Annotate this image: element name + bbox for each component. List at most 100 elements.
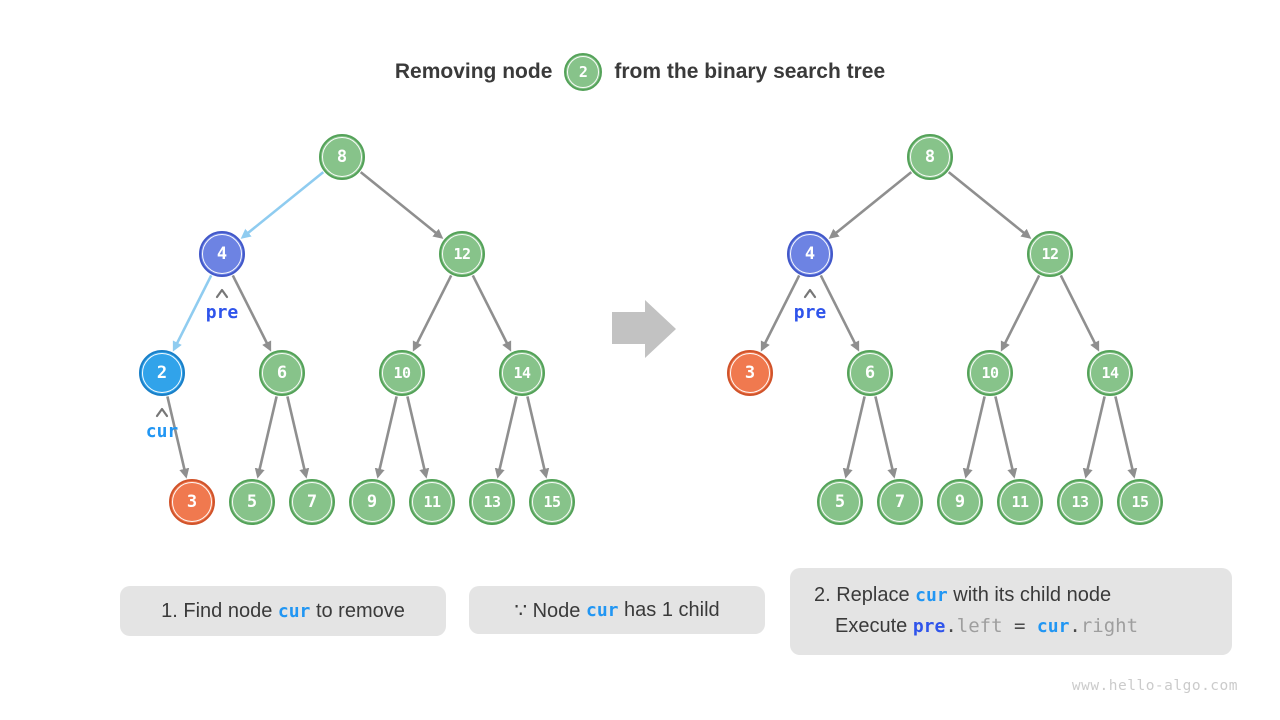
- tree-node: 8: [319, 134, 365, 180]
- edge-12-14: [471, 274, 512, 352]
- edge-10-9: [962, 396, 986, 479]
- tree-node: 12: [439, 231, 485, 277]
- edge-8-4-highlight: [240, 171, 325, 239]
- node-value: 9: [366, 492, 378, 512]
- node-value: 11: [423, 493, 441, 511]
- tree-node: 14: [1087, 350, 1133, 396]
- figure-title: Removing node 2 from the binary search t…: [0, 53, 1280, 91]
- keyword-pre: pre: [912, 616, 946, 637]
- edge-8-4: [828, 171, 913, 239]
- edge-6-5: [254, 396, 278, 479]
- tree-node-replaced: 3: [727, 350, 773, 396]
- tree-node-cur: 2: [139, 350, 185, 396]
- tree-node-pre: 4: [787, 231, 833, 277]
- tree-node: 6: [259, 350, 305, 396]
- cur-caret-icon: [155, 407, 169, 418]
- edge-12-10: [412, 274, 453, 352]
- caption-text: 1. Find node: [161, 599, 278, 622]
- node-value: 3: [744, 363, 756, 383]
- edge-14-13: [1082, 396, 1106, 479]
- caption-text: to remove: [310, 599, 405, 622]
- tree-node: 14: [499, 350, 545, 396]
- title-node-badge: 2: [564, 53, 603, 91]
- node-value: 10: [393, 364, 411, 382]
- edge-6-7: [874, 396, 898, 479]
- edge-14-15: [1114, 396, 1138, 479]
- node-value: 12: [453, 245, 471, 263]
- node-value: 2: [156, 363, 168, 383]
- edge-14-15: [526, 396, 550, 479]
- tree-node: 15: [529, 479, 575, 525]
- caption-step2-line2: Execute pre.left = cur.right: [814, 611, 1232, 642]
- edge-2-3: [166, 396, 190, 479]
- tree-node: 9: [937, 479, 983, 525]
- pre-pointer-label: pre: [205, 302, 239, 323]
- code-right: right: [1080, 615, 1139, 637]
- node-value: 15: [1131, 493, 1149, 511]
- node-value: 15: [543, 493, 561, 511]
- edge-10-11: [994, 396, 1018, 479]
- tree-node: 13: [1057, 479, 1103, 525]
- node-value: 10: [981, 364, 999, 382]
- watermark: www.hello-algo.com: [1071, 678, 1238, 694]
- caption-text: Execute: [835, 615, 913, 637]
- tree-node: 11: [997, 479, 1043, 525]
- node-value: 4: [216, 244, 228, 264]
- node-value: 6: [276, 363, 288, 383]
- title-prefix: Removing node: [394, 60, 553, 83]
- keyword-cur: cur: [1036, 616, 1070, 637]
- keyword-cur: cur: [585, 599, 619, 621]
- tree-node: 10: [967, 350, 1013, 396]
- node-value: 14: [513, 364, 531, 382]
- node-value: 13: [483, 493, 501, 511]
- edge-10-9: [374, 396, 398, 479]
- node-value: 8: [336, 147, 348, 167]
- title-suffix: from the binary search tree: [614, 60, 886, 83]
- node-value: 4: [804, 244, 816, 264]
- tree-node: 7: [877, 479, 923, 525]
- code-left: left: [956, 615, 1003, 637]
- node-value: 14: [1101, 364, 1119, 382]
- node-value: 5: [834, 492, 846, 512]
- node-value: 12: [1041, 245, 1059, 263]
- node-value: 7: [306, 492, 318, 512]
- edge-6-5: [842, 396, 866, 479]
- code-dot: .: [945, 615, 957, 637]
- node-value: 9: [954, 492, 966, 512]
- caption-text: 2. Replace: [814, 584, 916, 606]
- code-dot: .: [1069, 615, 1081, 637]
- code-equals: =: [1002, 615, 1037, 637]
- edge-8-12: [947, 171, 1032, 239]
- edge-4-6: [819, 274, 860, 352]
- caption-because: ∵ Node cur has 1 child: [469, 586, 765, 634]
- edge-14-13: [494, 396, 518, 479]
- tree-node: 5: [229, 479, 275, 525]
- cur-pointer-label: cur: [145, 421, 179, 442]
- node-value: 5: [246, 492, 258, 512]
- caption-text: ∵ Node: [514, 599, 586, 622]
- tree-after-edges: [760, 171, 1138, 479]
- node-value: 3: [186, 492, 198, 512]
- node-value: 7: [894, 492, 906, 512]
- caption-step2: 2. Replace cur with its child node Execu…: [790, 568, 1232, 655]
- tree-node: 13: [469, 479, 515, 525]
- tree-node: 6: [847, 350, 893, 396]
- tree-node: 11: [409, 479, 455, 525]
- node-value: 13: [1071, 493, 1089, 511]
- pre-caret-icon: [803, 288, 817, 299]
- caption-text: with its child node: [947, 584, 1112, 606]
- edge-8-12: [359, 171, 444, 239]
- tree-node: 9: [349, 479, 395, 525]
- tree-before-edges: [155, 171, 550, 479]
- tree-node: 8: [907, 134, 953, 180]
- pre-caret-icon: [215, 288, 229, 299]
- edge-6-7: [286, 396, 310, 479]
- tree-node: 10: [379, 350, 425, 396]
- edge-10-11: [406, 396, 430, 479]
- tree-node: 5: [817, 479, 863, 525]
- edge-4-3: [760, 274, 801, 352]
- node-value: 6: [864, 363, 876, 383]
- transition-arrow-icon: [612, 300, 676, 358]
